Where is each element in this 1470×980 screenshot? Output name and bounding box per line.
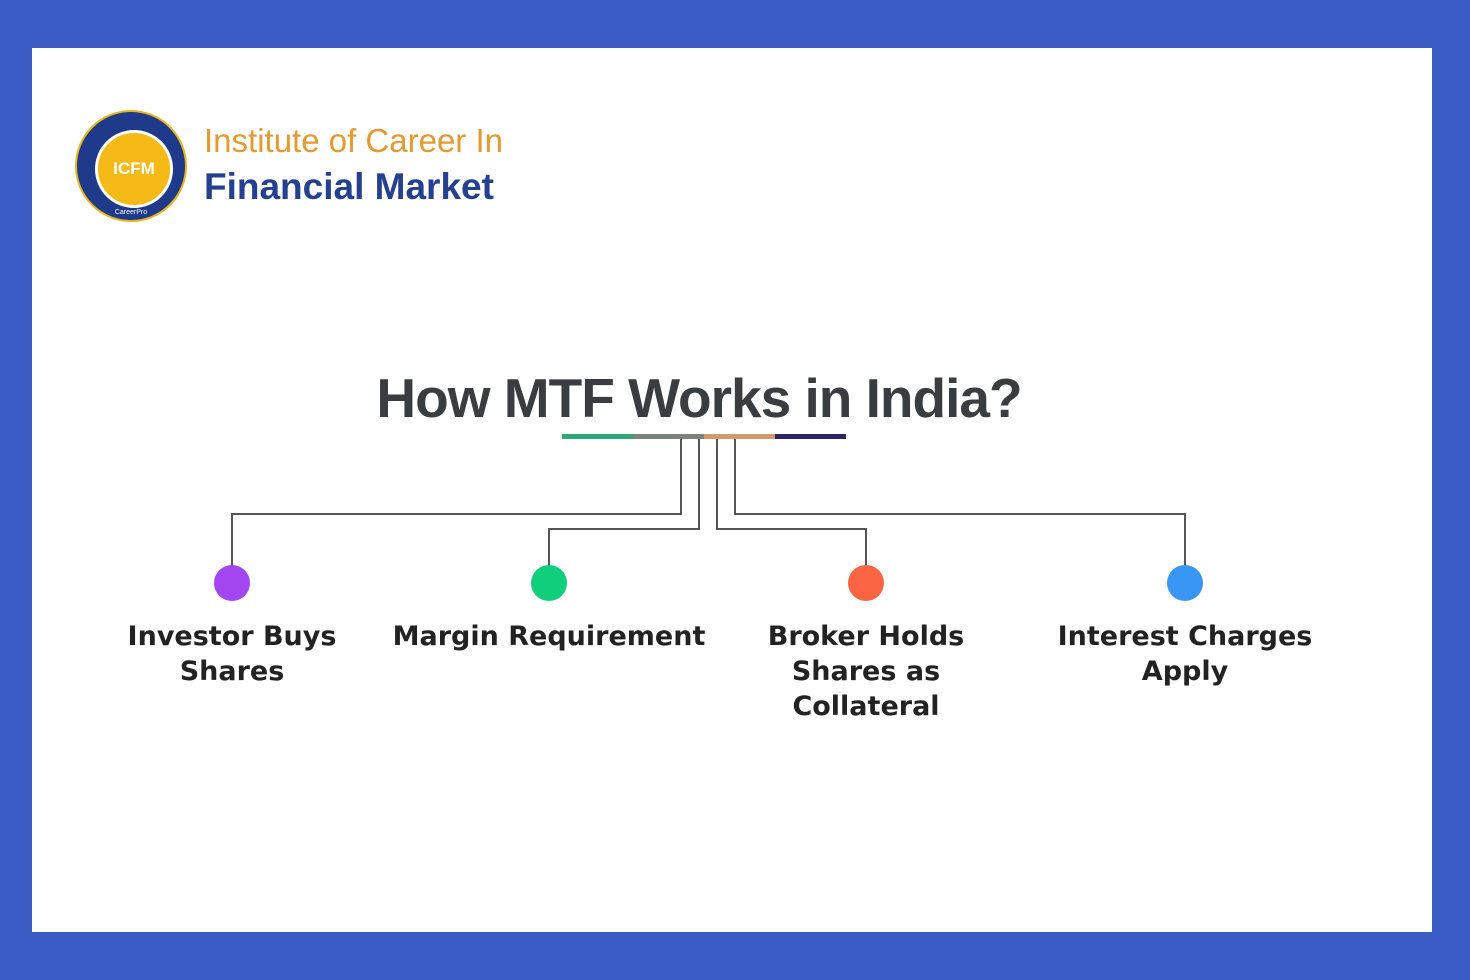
brand-line1: Institute of Career In [204,122,503,159]
connector-2 [548,438,700,568]
connector-1 [231,438,682,568]
logo-initials: ICFM [95,130,173,208]
connector-4 [734,438,1186,568]
icfm-logo: ICFM CareerPro [75,110,187,222]
step-label-3: Broker Holds Shares as Collateral [767,621,965,722]
step-dot-4 [1167,565,1203,601]
step-label-4: Interest Charges Apply [1057,621,1313,687]
title-underline-segment [775,434,846,439]
connector-3 [716,438,867,568]
title-underline-segment [704,434,775,439]
logo-sub: CareerPro [114,209,148,216]
content-card [32,48,1432,932]
title-underline-segment [633,434,704,439]
brand-line2: Financial Market [204,166,494,207]
step-dot-1 [214,565,250,601]
step-label-1: Investor Buys Shares [127,621,337,687]
step-label-2: Margin Requirement [392,621,706,652]
step-dot-3 [848,565,884,601]
diagram-title: How MTF Works in India? [376,367,1022,429]
step-dot-2 [531,565,567,601]
title-underline-segment [562,434,633,439]
